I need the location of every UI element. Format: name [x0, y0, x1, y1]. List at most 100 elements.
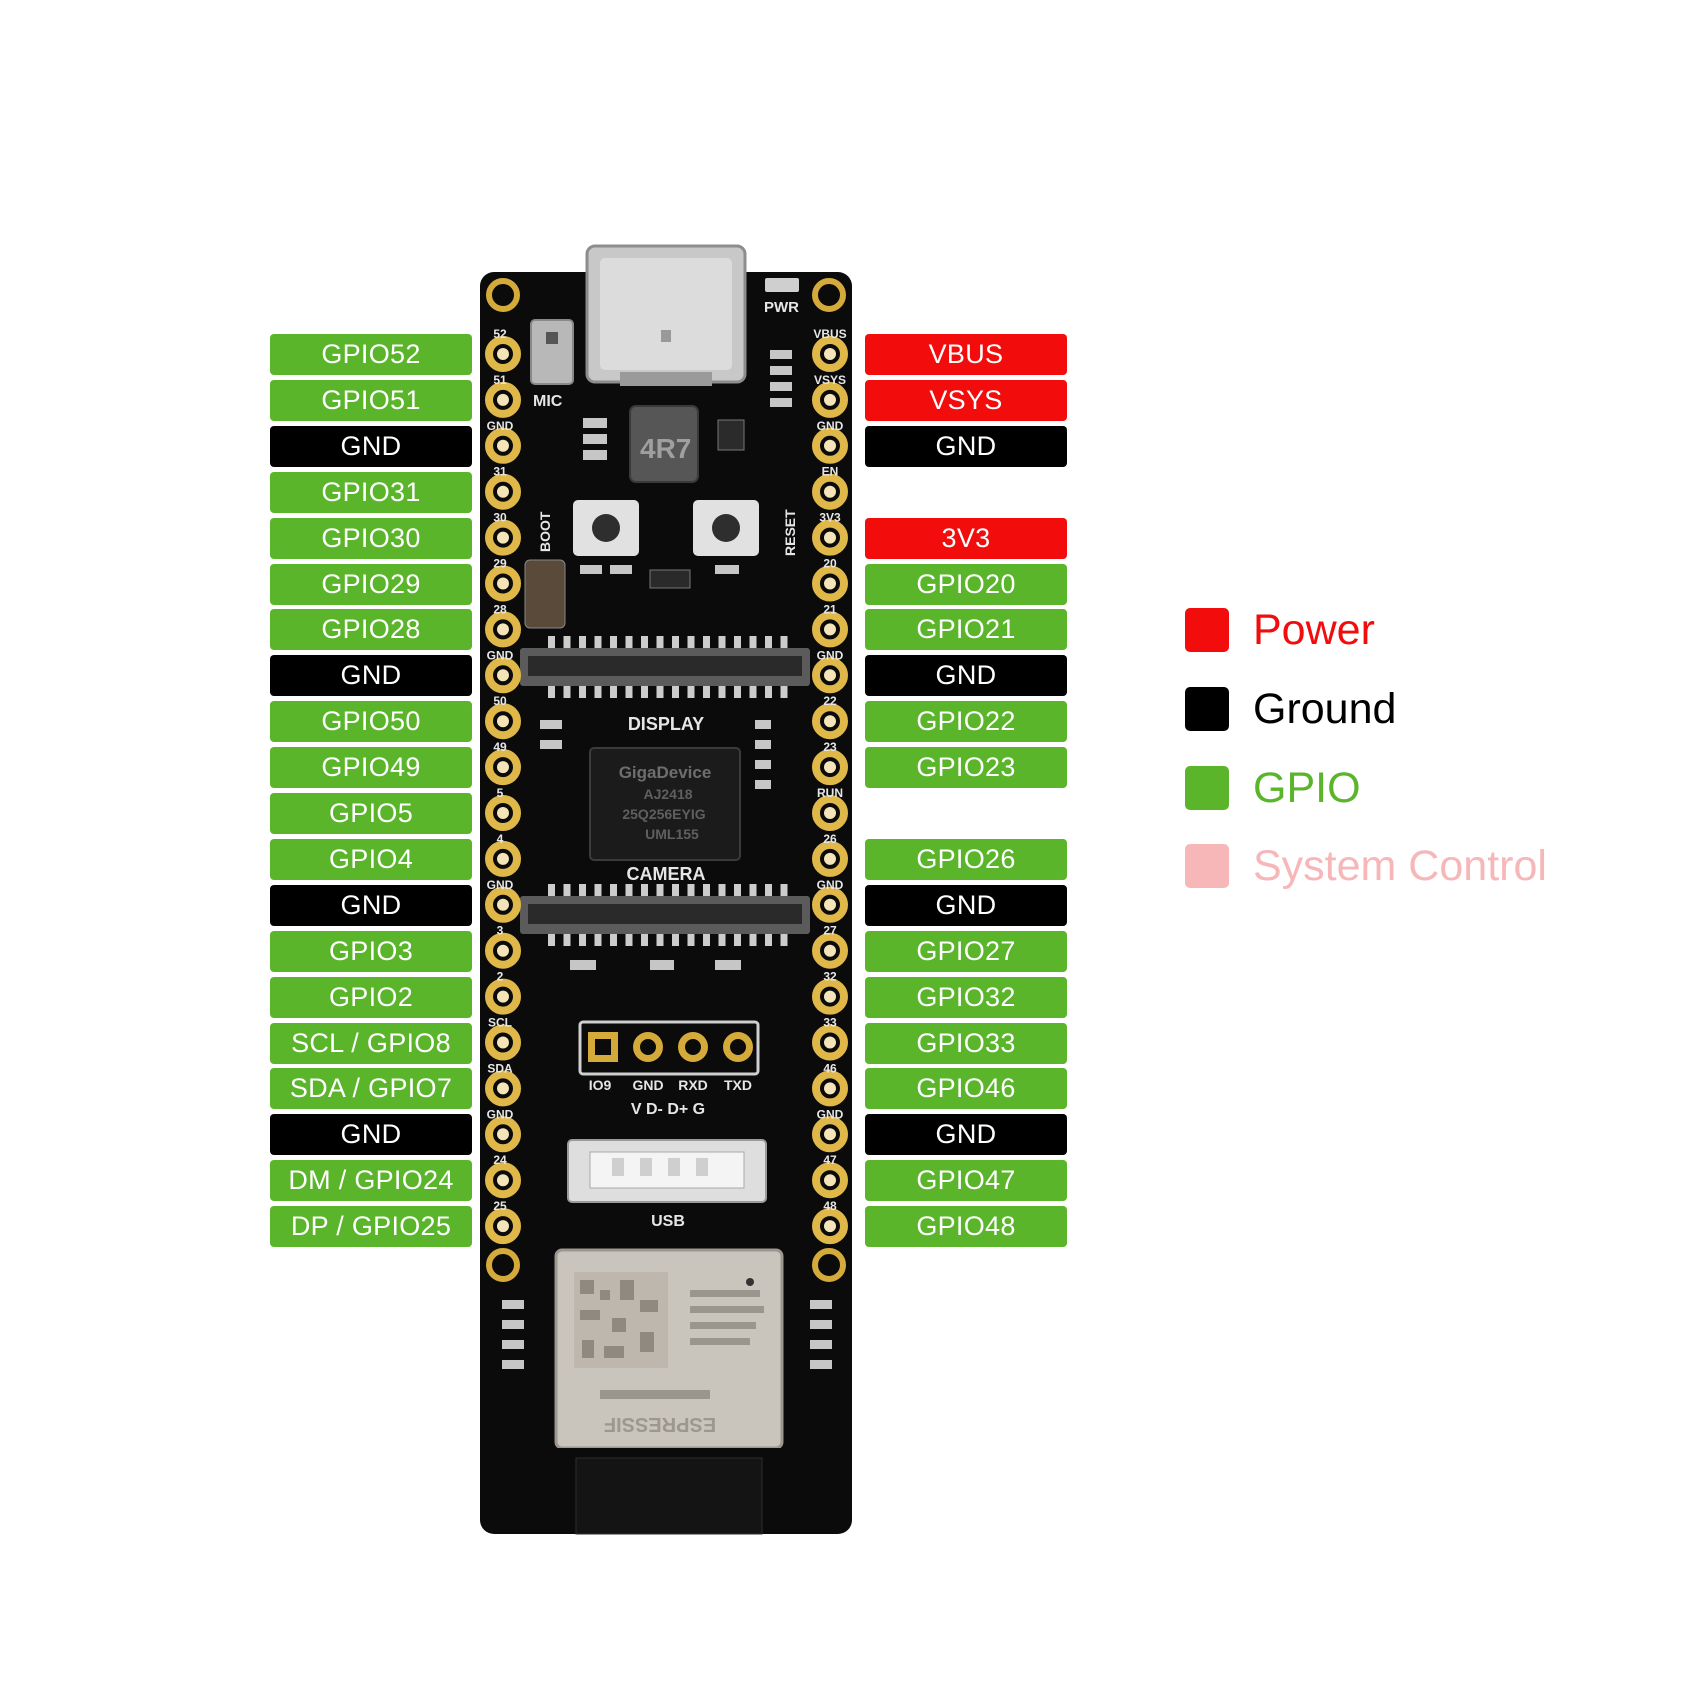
uart-txd-silk: TXD — [724, 1077, 752, 1093]
silk-left-2: 51 — [493, 373, 507, 387]
silk-right-15: 32 — [823, 970, 837, 984]
camera-silk: CAMERA — [627, 864, 706, 884]
pad-right-19 — [812, 1162, 848, 1199]
pad-right-7 — [812, 611, 848, 648]
silk-right-6: 20 — [823, 557, 837, 571]
boot-button — [573, 500, 639, 556]
uart-rxd-silk: RXD — [678, 1077, 708, 1093]
display-silk: DISPLAY — [628, 714, 704, 734]
pin-label-left-6: GPIO29 — [270, 563, 472, 605]
camera-connector — [520, 884, 810, 946]
pad-right-2 — [812, 381, 848, 418]
pad-right-18 — [812, 1116, 848, 1153]
pin-label-left-7: GPIO28 — [270, 609, 472, 651]
silk-left-6: 29 — [493, 557, 507, 571]
pad-left-6 — [485, 565, 521, 602]
smd-components — [502, 350, 832, 1369]
silk-right-20: 48 — [823, 1199, 837, 1213]
reset-button — [693, 500, 759, 556]
display-connector — [520, 636, 810, 698]
mounting-hole — [812, 278, 846, 312]
silk-left-18: GND — [487, 1107, 514, 1121]
pin-label-right-17: GPIO46 — [865, 1068, 1067, 1110]
flash-line2-silk: 25Q256EYIG — [622, 806, 705, 822]
pin-label-right-5: 3V3 — [865, 517, 1067, 559]
silk-right-10: 23 — [823, 740, 837, 754]
silk-right-18: GND — [817, 1107, 844, 1121]
legend-swatch-power — [1185, 608, 1229, 652]
silk-right-9: 22 — [823, 694, 837, 708]
pin-label-right-3: GND — [865, 425, 1067, 467]
sensor-chip — [524, 559, 566, 629]
pin-label-right-13: GND — [865, 884, 1067, 926]
silk-left-1: 52 — [493, 327, 507, 341]
pad-left-4 — [485, 473, 521, 510]
silk-left-9: 50 — [493, 694, 507, 708]
pad-right-8 — [812, 657, 848, 694]
usb-jst-connector — [567, 1139, 767, 1203]
esp-module — [554, 1248, 784, 1535]
pad-left-11 — [485, 795, 521, 831]
pad-left-15 — [485, 978, 521, 1015]
silk-left-14: 3 — [497, 924, 504, 938]
pin-label-right-7: GPIO21 — [865, 609, 1067, 651]
pad-left-2 — [485, 381, 521, 418]
pin-label-right-2: VSYS — [865, 379, 1067, 421]
silk-right-14: 27 — [823, 924, 837, 938]
silk-right-12: 26 — [823, 832, 837, 846]
silk-left-19: 24 — [493, 1153, 507, 1167]
silk-right-8: GND — [817, 648, 844, 662]
pin-label-left-19: DM / GPIO24 — [270, 1160, 472, 1202]
silk-left-15: 2 — [497, 970, 504, 984]
silk-right-5: 3V3 — [819, 511, 841, 525]
legend-item-power: Power — [1185, 606, 1375, 654]
pad-right-10 — [812, 749, 848, 786]
pin-label-right-20: GPIO48 — [865, 1206, 1067, 1248]
legend-label-system: System Control — [1253, 841, 1547, 890]
uart-header — [578, 1020, 760, 1076]
pad-right-5 — [812, 519, 848, 556]
power-led — [765, 278, 799, 292]
pin-label-left-20: DP / GPIO25 — [270, 1206, 472, 1248]
pad-right-14 — [812, 932, 848, 969]
pad-left-8 — [485, 657, 521, 694]
pad-left-16 — [485, 1024, 521, 1061]
silk-right-17: 46 — [823, 1061, 837, 1075]
pad-right-17 — [812, 1070, 848, 1107]
usb-silk: USB — [651, 1213, 685, 1230]
pad-left-18 — [485, 1116, 521, 1153]
silk-left-3: GND — [487, 419, 514, 433]
pin-label-left-13: GND — [270, 884, 472, 926]
pin-label-right-15: GPIO32 — [865, 976, 1067, 1018]
pin-label-left-8: GND — [270, 655, 472, 697]
pin-label-left-14: GPIO3 — [270, 930, 472, 972]
inductor — [629, 405, 699, 483]
mounting-hole — [486, 278, 520, 312]
pin-label-left-9: GPIO50 — [270, 701, 472, 743]
legend-label-gpio: GPIO — [1253, 763, 1361, 812]
pad-right-3 — [812, 427, 848, 464]
pin-label-right-12: GPIO26 — [865, 838, 1067, 880]
pad-right-13 — [812, 886, 848, 923]
pad-left-9 — [485, 703, 521, 740]
silk-left-17: SDA — [487, 1061, 513, 1075]
pin-label-left-17: SDA / GPIO7 — [270, 1068, 472, 1110]
silk-right-3: GND — [817, 419, 844, 433]
pin-label-right-4: EN — [946, 476, 986, 507]
pwr-silk: PWR — [764, 299, 799, 316]
pin-label-left-5: GPIO30 — [270, 517, 472, 559]
pin-label-left-12: GPIO4 — [270, 838, 472, 880]
reset-silk: RESET — [782, 509, 798, 556]
pad-left-12 — [485, 840, 521, 877]
pad-right-16 — [812, 1024, 848, 1061]
pin-label-right-9: GPIO22 — [865, 701, 1067, 743]
silk-right-7: 21 — [823, 602, 837, 616]
silk-left-12: 4 — [497, 832, 504, 846]
silk-left-5: 30 — [493, 511, 507, 525]
silk-left-11: 5 — [497, 786, 504, 800]
pad-right-11 — [812, 795, 848, 831]
pin-label-left-1: GPIO52 — [270, 334, 472, 375]
flash-brand-silk: GigaDevice — [619, 763, 712, 782]
pad-left-3 — [485, 427, 521, 464]
silk-left-20: 25 — [493, 1199, 507, 1213]
